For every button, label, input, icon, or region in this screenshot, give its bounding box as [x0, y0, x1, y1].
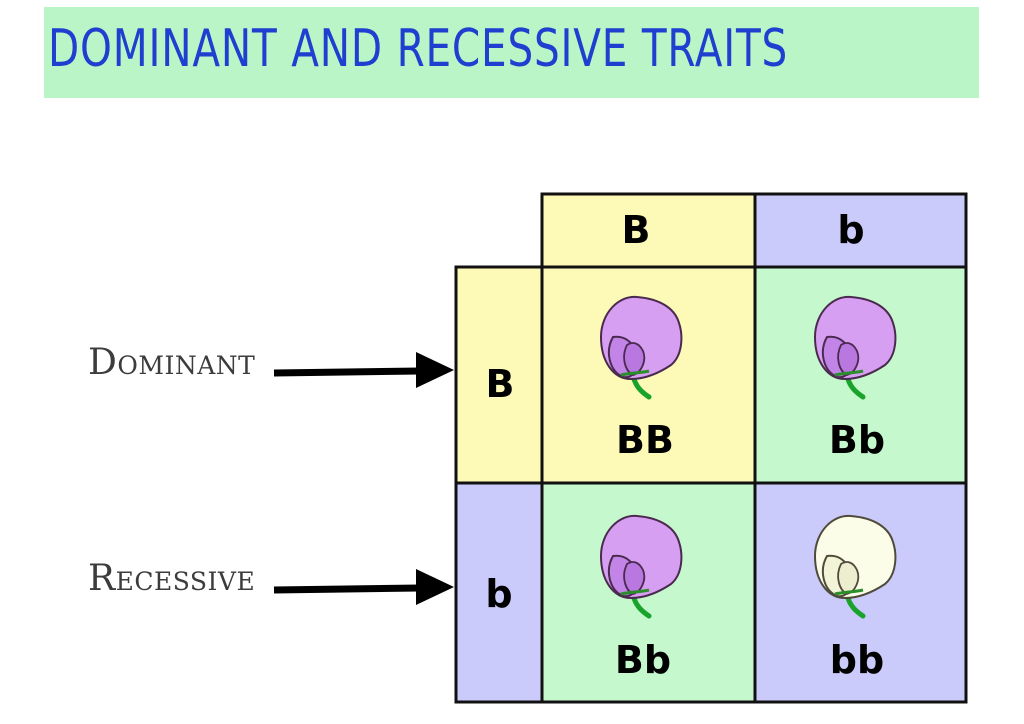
- genotype-label: Bb: [615, 638, 671, 682]
- flower-icon: [813, 514, 897, 619]
- genotype-label: BB: [616, 418, 674, 462]
- title-banner: DOMINANT AND RECESSIVE TRAITS: [44, 7, 979, 98]
- row-header-label: B: [486, 362, 515, 406]
- recessive-label: Recessive: [88, 558, 256, 599]
- dominant-arrow: [273, 352, 454, 388]
- genotype-label: Bb: [829, 418, 885, 462]
- col-header-cell-dominant: [540, 192, 757, 269]
- recessive-arrow: [273, 569, 454, 605]
- col-header-cell-recessive: [753, 192, 968, 269]
- genotype-label: bb: [830, 638, 884, 682]
- flower-icon: [813, 295, 897, 400]
- col-header-label: B: [622, 208, 651, 252]
- page-title: DOMINANT AND RECESSIVE TRAITS: [48, 19, 789, 79]
- flower-icon: [599, 514, 683, 619]
- dominant-label: Dominant: [88, 342, 256, 383]
- row-header-cell-recessive: [454, 481, 544, 704]
- flower-icon: [599, 295, 683, 400]
- col-header-label: b: [837, 208, 864, 252]
- row-header-label: b: [485, 572, 512, 616]
